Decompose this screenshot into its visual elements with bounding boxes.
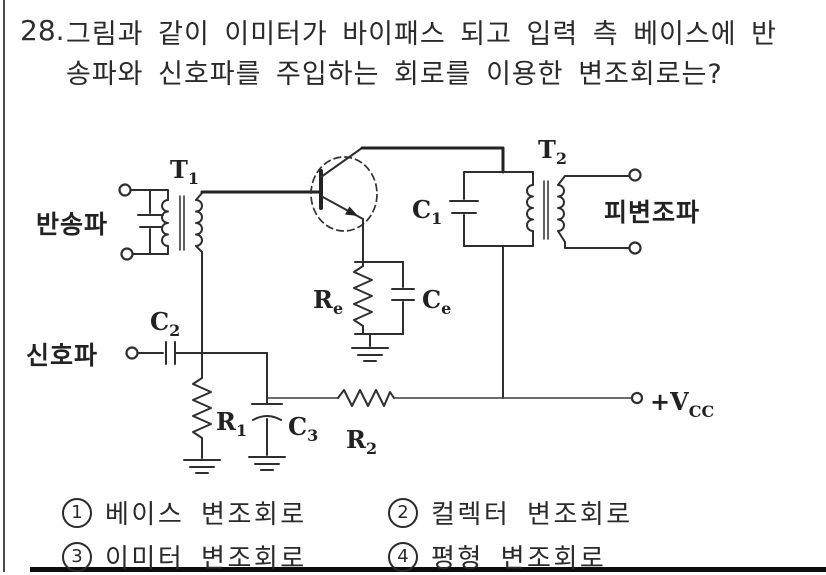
carrier-label: 반송파 [36,210,108,239]
carrier-capacitor [137,189,164,255]
t2-secondary-coil [557,184,565,232]
t1-primary-coil [161,199,169,247]
t2-label: T2 [538,135,567,168]
supply-line: +VCC R2 [266,387,714,458]
option-3-label: 이미터 변조회로 [105,544,307,574]
carrier-input: 반송파 [36,183,169,261]
re-label: Re [313,285,343,318]
option-1[interactable]: 1 베이스 변조회로 [62,494,307,531]
c3-capacitor [251,352,283,456]
option-2[interactable]: 2 컬렉터 변조회로 [388,494,633,531]
question-number: 28. [20,14,65,47]
c2-label: C2 [150,307,180,340]
option-1-number-icon: 1 [62,497,92,528]
carrier-terminal-bottom [120,247,134,261]
vcc-terminal [630,391,644,405]
c3-ground-icon [248,456,286,471]
question-text-line2: 송파와 신호파를 주입하는 회로를 이용한 변조회로는? [66,59,723,90]
r1-label: R1 [216,407,247,440]
ce-capacitor [391,261,415,335]
signal-input: 신호파 C2 [26,307,268,370]
page-bottom-rule [30,567,826,572]
transistor [310,147,378,232]
r2-label: R2 [346,425,377,458]
option-2-label: 컬렉터 변조회로 [431,500,633,530]
r1-branch: R1 [183,251,247,474]
t2-primary-coil [526,184,534,232]
option-4-label: 평형 변조회로 [431,544,607,574]
output-terminal-top [628,168,642,182]
re-ce-bottom-rail [354,333,404,347]
t1-secondary-coil [195,199,203,247]
transistor-collector [320,147,363,178]
option-1-label: 베이스 변조회로 [105,500,307,530]
t1-label: T1 [170,155,199,188]
re-resistor [353,261,373,335]
signal-label: 신호파 [26,341,98,370]
r1-ground-icon [183,459,221,474]
emitter-network: Re Ce [313,261,451,362]
option-4[interactable]: 4 평형 변조회로 [388,538,606,575]
t2-secondary-wires [557,175,630,249]
transistor-body [310,156,378,232]
option-4-number-icon: 4 [388,541,418,572]
c1-label: C1 [412,195,442,228]
t1-secondary-jogs [195,192,203,253]
signal-terminal [125,346,139,360]
t1-core [179,195,185,251]
output-terminal-bottom [628,241,642,255]
output-label: 피변조파 [604,198,700,227]
transformer-t2: T2 피변조파 [526,135,700,255]
r1-resistor [192,377,212,459]
collector-tank: C1 [412,171,534,247]
option-2-number-icon: 2 [388,497,418,528]
option-3[interactable]: 3 이미터 변조회로 [62,538,307,575]
ce-label: Ce [422,285,451,318]
emitter-arrow-icon [345,206,358,216]
emitter-ground-icon [351,347,389,362]
vcc-label: +VCC [650,387,714,421]
t2-core [543,180,549,240]
c3-branch: C3 [248,352,318,471]
transformer-t1: T1 [161,155,203,253]
carrier-terminal-top [118,183,132,197]
question-text-line1: 그림과 같이 이미터가 바이패스 되고 입력 측 베이스에 반 [66,19,777,50]
option-3-number-icon: 3 [62,541,92,572]
signal-wire-and-c2 [137,341,268,365]
c1-capacitor [449,171,479,247]
collector-wire [360,146,505,174]
page-left-border [3,0,5,572]
r2-resistor [337,389,395,407]
c3-label: C3 [288,412,318,445]
